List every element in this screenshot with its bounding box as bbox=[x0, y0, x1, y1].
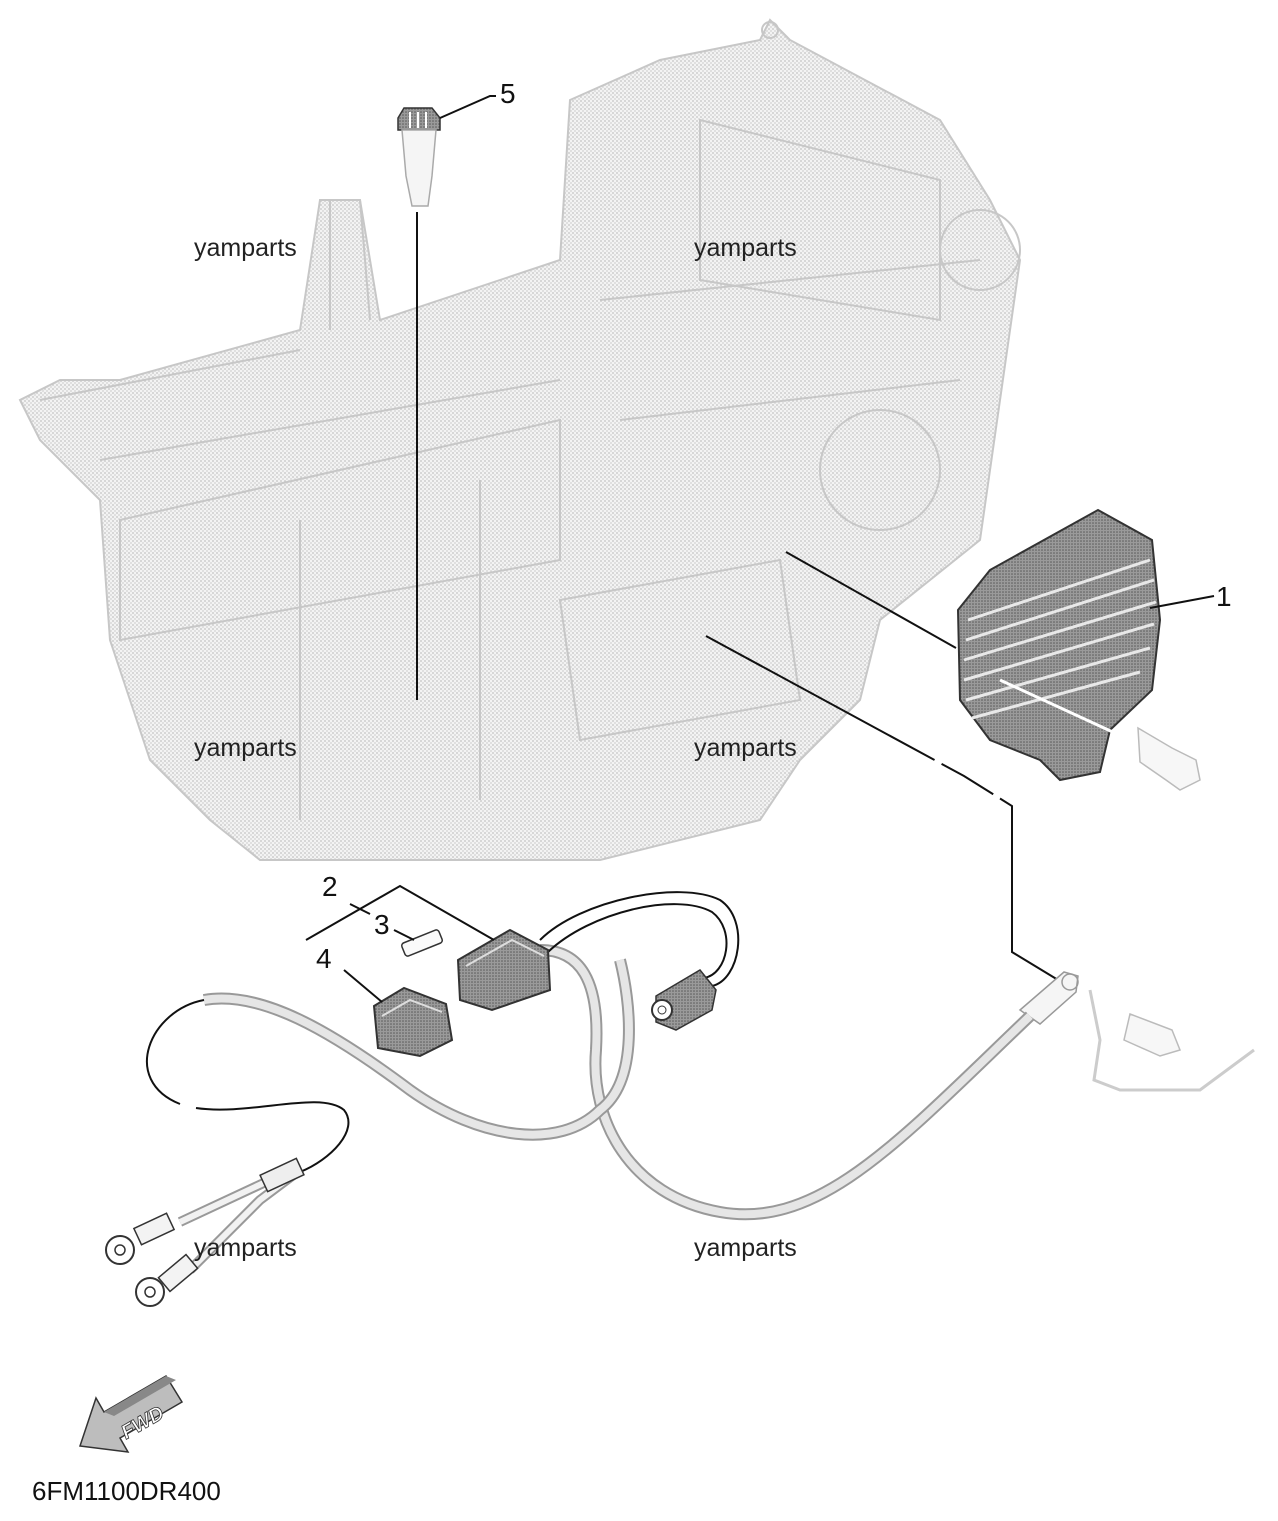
callout-1: 1 bbox=[1216, 581, 1232, 612]
ground-terminal bbox=[1018, 971, 1255, 1092]
leader-line-3b bbox=[393, 929, 415, 941]
harness-plug bbox=[651, 969, 717, 1031]
forward-arrow-icon: FWD bbox=[78, 1374, 184, 1453]
leader-line-4 bbox=[343, 969, 383, 1003]
part-1-rectifier-regulator[interactable] bbox=[956, 508, 1162, 782]
part-3-fuse[interactable] bbox=[400, 929, 444, 957]
leader-line-5 bbox=[439, 95, 496, 119]
leader-line-3 bbox=[349, 903, 371, 915]
part-2-fuse-holder[interactable] bbox=[456, 928, 552, 1012]
callout-3: 3 bbox=[374, 909, 390, 940]
watermark-6: yamparts bbox=[694, 1234, 797, 1262]
part-5-connector[interactable] bbox=[397, 107, 441, 207]
part-1-bolt bbox=[1137, 726, 1201, 791]
leader-line-1b bbox=[705, 635, 1069, 987]
watermark-3: yamparts bbox=[194, 734, 297, 762]
engine-block bbox=[18, 18, 1022, 861]
leader-line-1 bbox=[1149, 595, 1215, 609]
watermark-2: yamparts bbox=[694, 234, 797, 262]
part-4-cap[interactable] bbox=[372, 986, 454, 1058]
diagram-code: 6FM1100DR400 bbox=[32, 1476, 221, 1506]
callout-2: 2 bbox=[322, 871, 338, 902]
watermark-5: yamparts bbox=[194, 1234, 297, 1262]
callout-4: 4 bbox=[316, 943, 332, 974]
callout-5: 5 bbox=[500, 78, 516, 109]
wire-harness[interactable] bbox=[146, 891, 1035, 1221]
leader-line-1a bbox=[785, 551, 957, 649]
watermark-4: yamparts bbox=[694, 734, 797, 762]
leader-line-2-bracket bbox=[305, 884, 495, 941]
watermark-1: yamparts bbox=[194, 234, 297, 262]
battery-ring-terminals bbox=[105, 1157, 305, 1307]
